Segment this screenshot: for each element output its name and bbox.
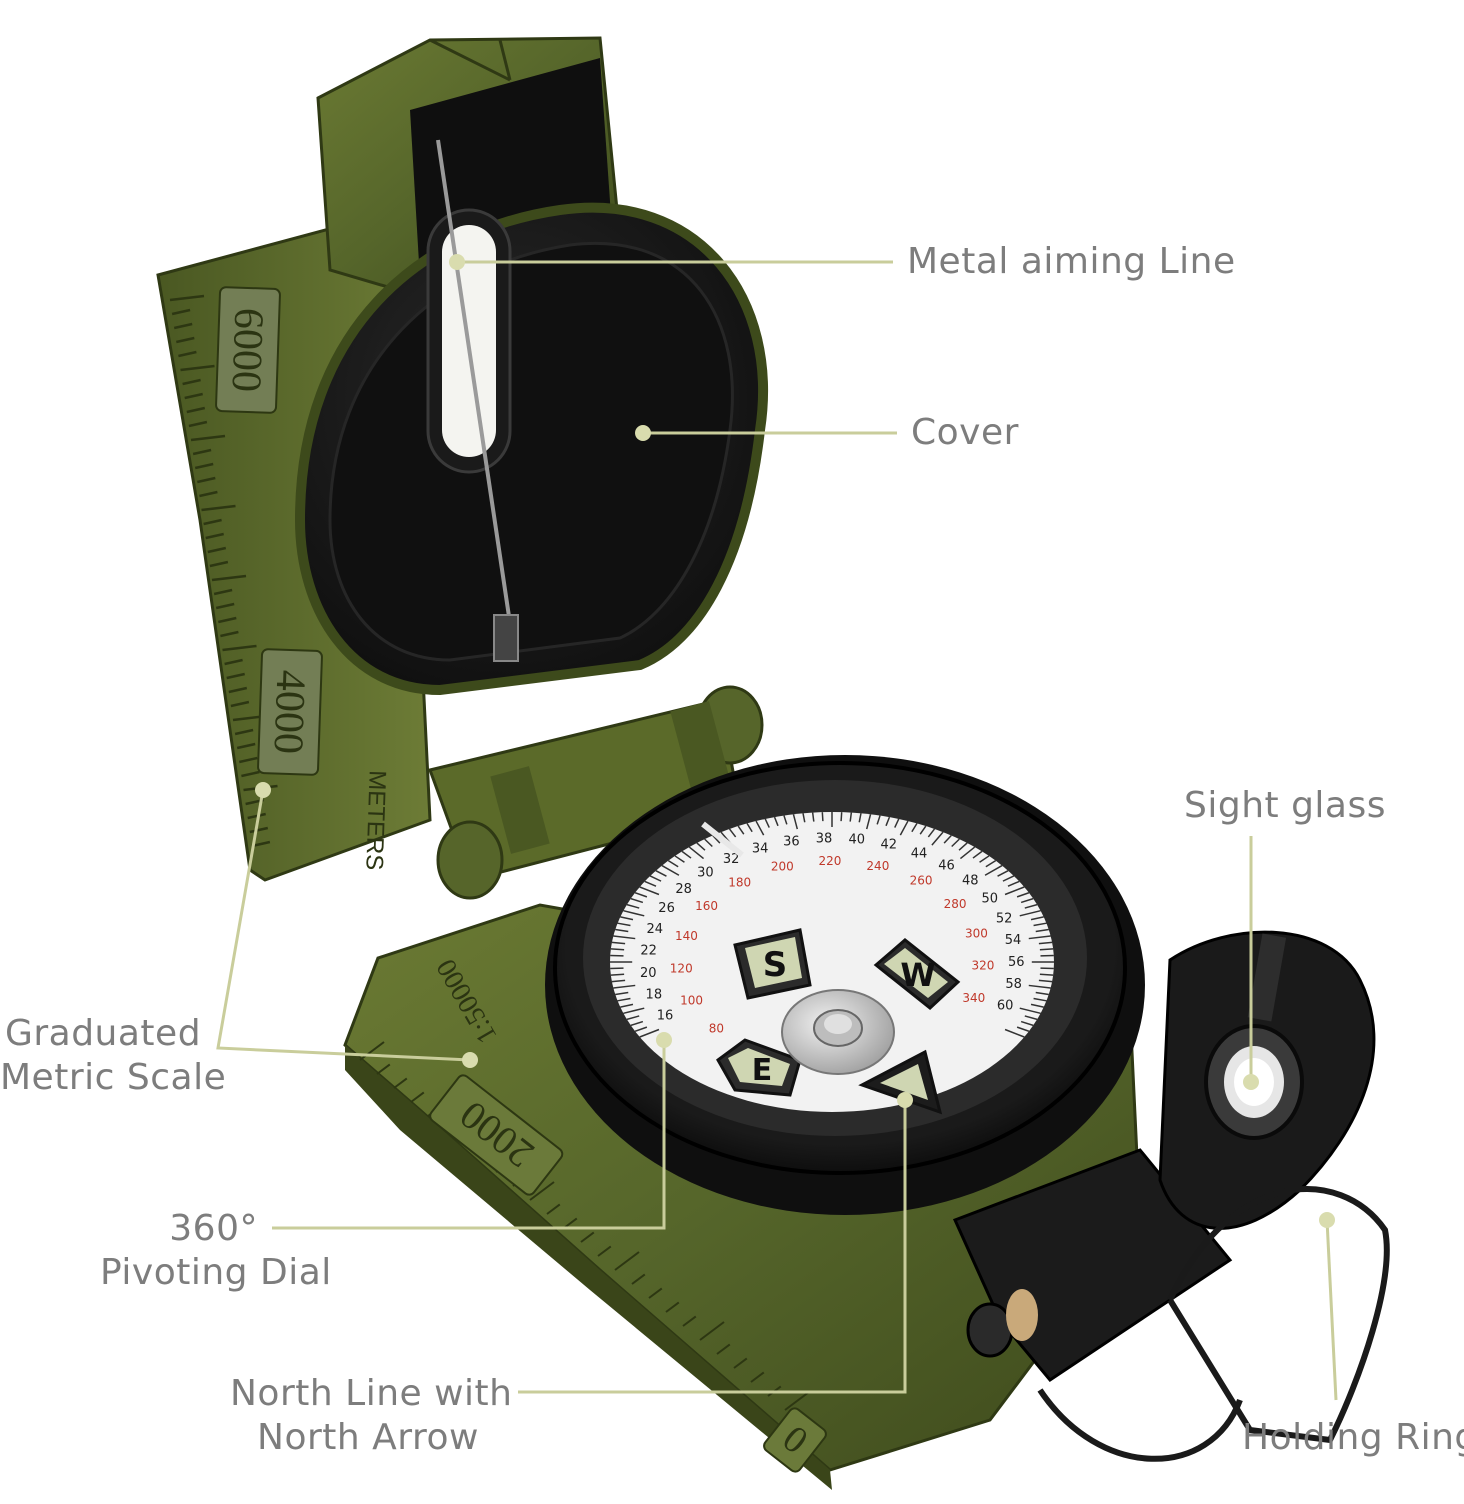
leader-holding-ring xyxy=(1327,1220,1336,1400)
outer-ring-number: 48 xyxy=(962,874,979,889)
inner-ring-number: 340 xyxy=(962,991,985,1005)
svg-text:4000: 4000 xyxy=(265,669,314,755)
outer-ring-number: 44 xyxy=(911,846,928,861)
outer-ring-number: 24 xyxy=(647,922,664,937)
outer-ring-number: 38 xyxy=(816,832,833,847)
outer-ring-number: 60 xyxy=(997,999,1014,1014)
inner-ring-number: 320 xyxy=(971,959,994,973)
inner-ring-number: 100 xyxy=(680,993,703,1007)
label-holding-ring-text: Holding Ring xyxy=(1242,1416,1464,1460)
outer-ring-number: 42 xyxy=(881,838,898,853)
inner-ring-number: 220 xyxy=(819,854,842,868)
inner-ring-number: 280 xyxy=(944,897,967,911)
outer-ring-number: 30 xyxy=(697,866,714,881)
label-pivot-dial-line2: Pivoting Dial xyxy=(100,1251,328,1295)
dial-tick xyxy=(611,974,624,975)
inner-ring-number: 160 xyxy=(695,899,718,913)
label-metal-aiming-line: Metal aiming Line xyxy=(907,240,1236,284)
label-metric-scale-line2: Metric Scale xyxy=(0,1056,206,1100)
outer-ring-number: 46 xyxy=(938,858,955,873)
outer-ring-number: 22 xyxy=(640,944,657,959)
label-cover-text: Cover xyxy=(911,411,1019,455)
outer-ring-number: 54 xyxy=(1005,933,1022,948)
outer-ring-number: 40 xyxy=(849,833,866,848)
outer-ring-number: 28 xyxy=(675,882,692,897)
label-north-line: North Line with North Arrow xyxy=(230,1372,506,1460)
inner-ring-number: 260 xyxy=(910,874,933,888)
outer-ring-number: 56 xyxy=(1008,955,1025,970)
outer-ring-number: 34 xyxy=(752,841,769,856)
label-metric-scale-line1: Graduated xyxy=(0,1012,206,1056)
label-sight-glass: Sight glass xyxy=(1184,784,1386,828)
outer-ring-number: 36 xyxy=(783,835,800,850)
outer-ring-number: 50 xyxy=(981,892,998,907)
dial-tick xyxy=(1040,949,1053,950)
dial-tick xyxy=(841,812,842,821)
label-pivot-dial: 360° Pivoting Dial xyxy=(100,1207,328,1295)
outer-ring-number: 26 xyxy=(658,901,675,916)
dial-tick xyxy=(611,949,624,950)
svg-text:6000: 6000 xyxy=(223,307,272,393)
inner-ring-number: 80 xyxy=(709,1022,724,1036)
label-cover: Cover xyxy=(911,411,1019,455)
label-north-line-line1: North Line with xyxy=(230,1372,506,1416)
scale-plate-6000: 6000 xyxy=(216,287,280,413)
svg-text:METERS: METERS xyxy=(360,770,390,871)
outer-ring-number: 20 xyxy=(640,966,657,981)
inner-ring-number: 200 xyxy=(771,860,794,874)
label-sight-glass-text: Sight glass xyxy=(1184,784,1386,828)
dial-tick xyxy=(822,812,823,821)
outer-ring-number: 18 xyxy=(646,988,663,1003)
label-pivot-dial-line1: 360° xyxy=(100,1207,328,1251)
svg-text:E: E xyxy=(752,1053,773,1088)
inner-ring-number: 300 xyxy=(965,926,988,940)
inner-ring-number: 140 xyxy=(675,929,698,943)
outer-ring-number: 58 xyxy=(1005,977,1022,992)
pivot-hub xyxy=(782,990,894,1074)
svg-text:S: S xyxy=(763,945,788,985)
dial-tick xyxy=(1040,974,1053,975)
scale-plate-4000: 4000 xyxy=(258,649,322,775)
label-metal-aiming-line-text: Metal aiming Line xyxy=(907,240,1236,284)
meters-marking: METERS xyxy=(360,770,390,871)
label-metric-scale: Graduated Metric Scale xyxy=(0,1012,206,1100)
svg-text:W: W xyxy=(900,956,935,994)
label-holding-ring: Holding Ring xyxy=(1242,1416,1464,1460)
inner-ring-number: 240 xyxy=(866,859,889,873)
inner-ring-number: 120 xyxy=(670,961,693,975)
outer-ring-number: 16 xyxy=(657,1009,674,1024)
outer-ring-number: 52 xyxy=(996,912,1013,927)
label-north-line-line2: North Arrow xyxy=(230,1416,506,1460)
inner-ring-number: 180 xyxy=(728,875,751,889)
